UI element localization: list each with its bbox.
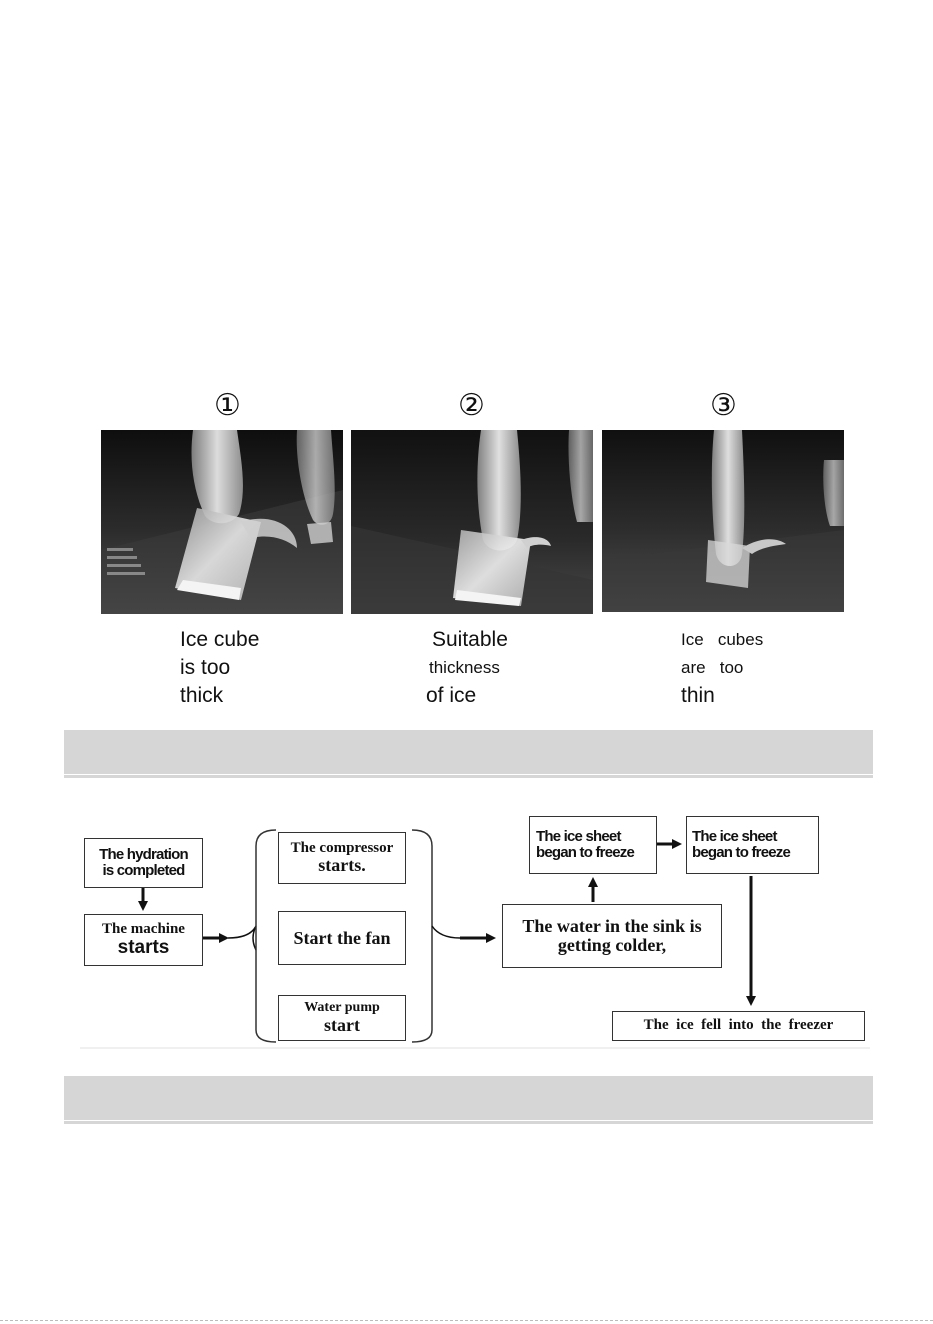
box-line: The water in the sink is [522,916,702,937]
photo-suitable-ice [351,430,593,614]
section-band [64,1076,873,1120]
caption-line: Suitable [432,628,508,651]
box-line: The hydration [99,846,189,864]
box-line: starts [117,936,170,958]
box-line: The machine [102,921,185,938]
box-line: The ice fell into the freezer [643,1017,834,1034]
box-line: starts. [318,855,366,876]
ice-sheet-freeze-box-2: The ice sheet began to freeze [686,816,819,874]
caption-line: thick [180,684,224,707]
caption-line: of ice [426,684,477,707]
page-bottom-rule [0,1320,933,1322]
box-line: start [324,1014,360,1035]
photo-1-number: ① [214,388,241,423]
hydration-completed-box: The hydration is completed [84,838,203,888]
caption-thick: Ice cube is too thick [180,626,259,710]
photo-thin-ice [602,430,844,612]
ice-fell-freezer-box: The ice fell into the freezer [612,1011,865,1041]
caption-line: Ice cube [180,628,260,651]
section-band [64,730,873,774]
section-rule [64,1121,873,1124]
water-colder-box: The water in the sink is getting colder, [502,904,722,968]
caption-line: is too [180,656,231,679]
box-line: The ice sheet [692,828,777,846]
photo-2-number: ② [458,388,485,423]
machine-starts-box: The machine starts [84,914,203,966]
box-line: began to freeze [536,844,635,861]
compressor-starts-box: The compressor starts. [278,832,406,884]
box-line: The compressor [290,839,394,856]
caption-thin: Ice cubes are too thin [681,626,763,710]
start-fan-box: Start the fan [278,911,406,965]
caption-line: thickness [429,658,500,677]
box-line: Water pump [304,1000,380,1016]
caption-line: are too [681,658,744,677]
water-pump-box: Water pump start [278,995,406,1041]
caption-line: Ice cubes [681,630,764,649]
caption-line: thin [681,684,715,707]
box-line: getting colder, [557,935,667,955]
photo-thick-ice [101,430,343,614]
section-rule [64,775,873,778]
photo-3-number: ③ [710,388,737,423]
box-line: Start the fan [293,927,391,948]
box-line: The ice sheet [536,828,621,846]
caption-suitable: Suitable thickness of ice [426,626,508,710]
box-line: is completed [102,862,185,879]
ice-sheet-freeze-box-1: The ice sheet began to freeze [529,816,657,874]
box-line: began to freeze [692,844,791,861]
